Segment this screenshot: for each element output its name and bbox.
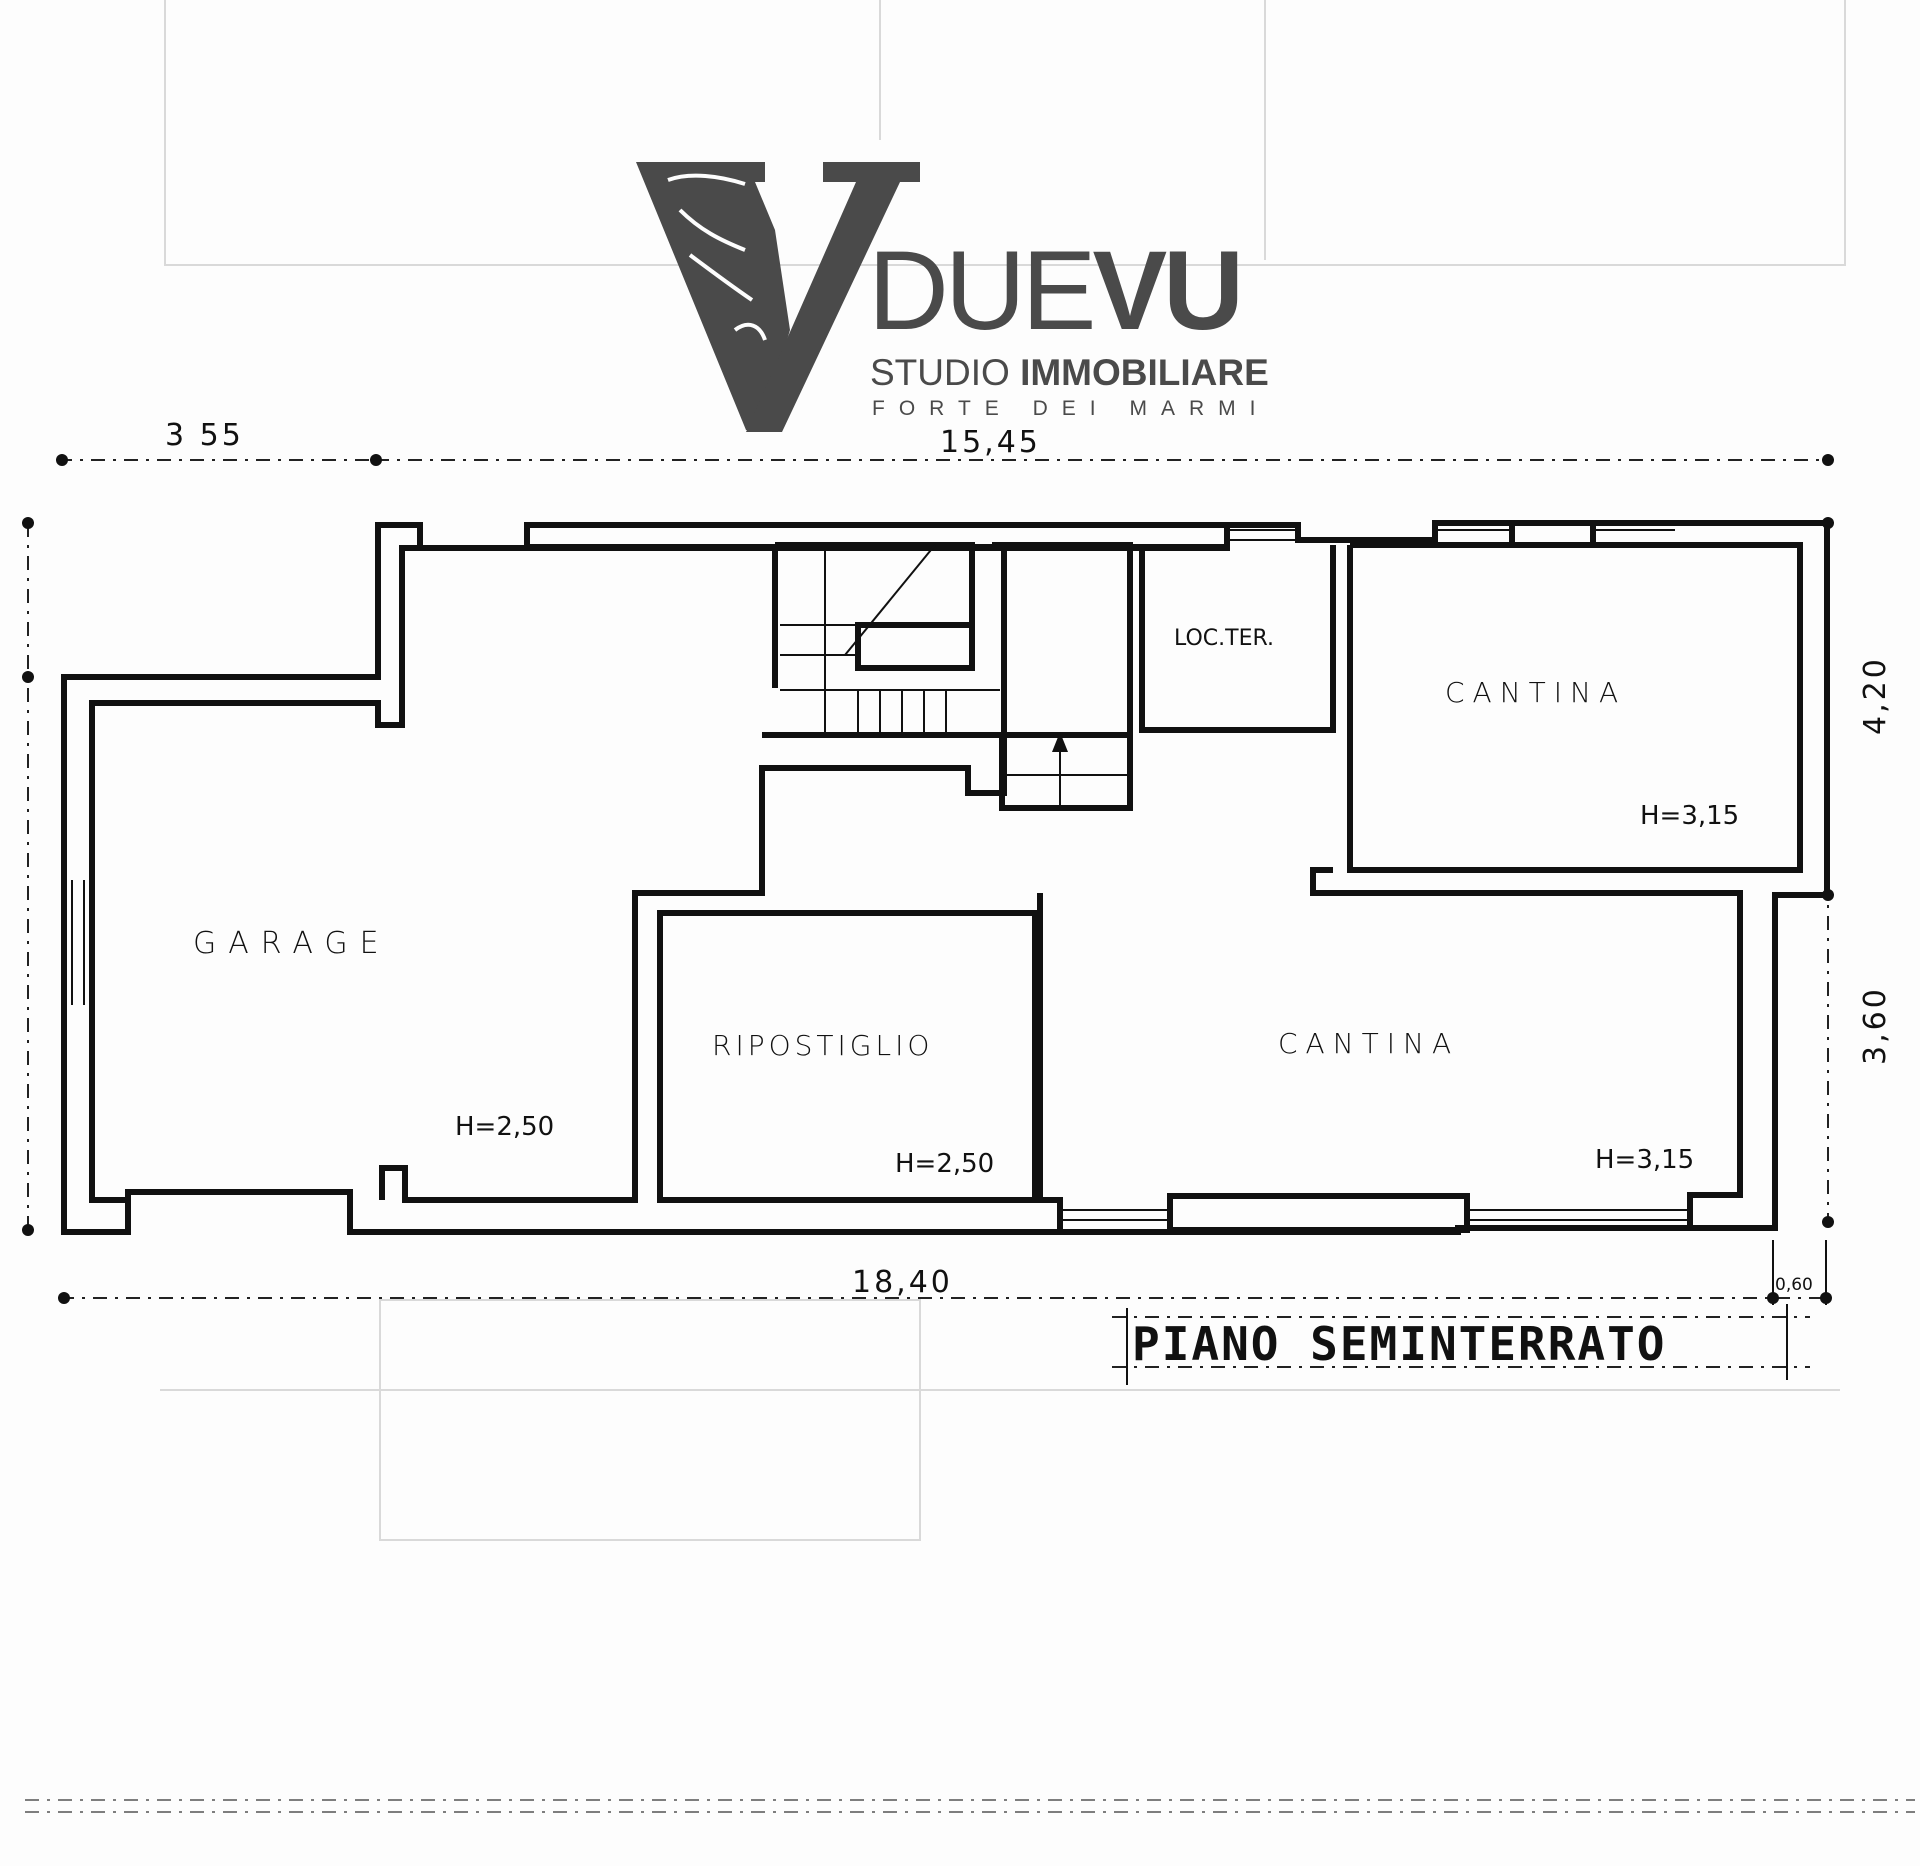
plan-title-block: PIANO SEMINTERRATO: [1112, 1304, 1810, 1385]
logo-brand-light: DUE: [868, 228, 1096, 353]
room-label-cantina-upper: CANTINA: [1445, 676, 1626, 709]
room-label-cantina-lower: CANTINA: [1278, 1027, 1459, 1060]
ghost-print-through: [160, 0, 1846, 1541]
room-height-cantina-upper: H=3,15: [1640, 801, 1739, 831]
stair-treads: [780, 544, 1130, 808]
walls: [61, 520, 1830, 1235]
logo-studio-light: STUDIO: [870, 352, 1010, 393]
room-label-loc-ter: LOC.TER.: [1174, 626, 1274, 651]
logo-brand: DUEVU: [868, 235, 1244, 347]
logo-brand-bold: VU: [1092, 228, 1244, 353]
dimension-lines: [22, 454, 1834, 1305]
plan-title: PIANO SEMINTERRATO: [1132, 1317, 1667, 1371]
room-label-garage: GARAGE: [193, 926, 391, 961]
room-labels: GARAGE H=2,50 RIPOSTIGLIO H=2,50 CANTINA…: [193, 626, 1739, 1179]
dim-top-left: 3 55: [165, 418, 244, 453]
dim-right-upper: 4,20: [1858, 656, 1893, 735]
scan-artifact-lines: [25, 1799, 1915, 1813]
logo-v-icon: [636, 162, 920, 432]
room-height-cantina-lower: H=3,15: [1595, 1145, 1694, 1175]
logo-location: FORTE DEI MARMI: [872, 397, 1270, 420]
room-label-ripostiglio: RIPOSTIGLIO: [712, 1029, 933, 1062]
room-height-garage: H=2,50: [455, 1112, 554, 1142]
dimension-labels: 3 55 15,45 18,40 0,60 4,20 3,60: [165, 418, 1893, 1300]
dim-bottom-offset: 0,60: [1775, 1275, 1813, 1295]
dim-top-main: 15,45: [940, 425, 1041, 460]
room-height-ripostiglio: H=2,50: [895, 1149, 994, 1179]
dim-bottom-total: 18,40: [852, 1265, 953, 1300]
logo-studio-bold: IMMOBILIARE: [1020, 352, 1269, 393]
dim-right-lower: 3,60: [1858, 986, 1893, 1065]
logo-studio: STUDIO IMMOBILIARE: [870, 354, 1269, 391]
